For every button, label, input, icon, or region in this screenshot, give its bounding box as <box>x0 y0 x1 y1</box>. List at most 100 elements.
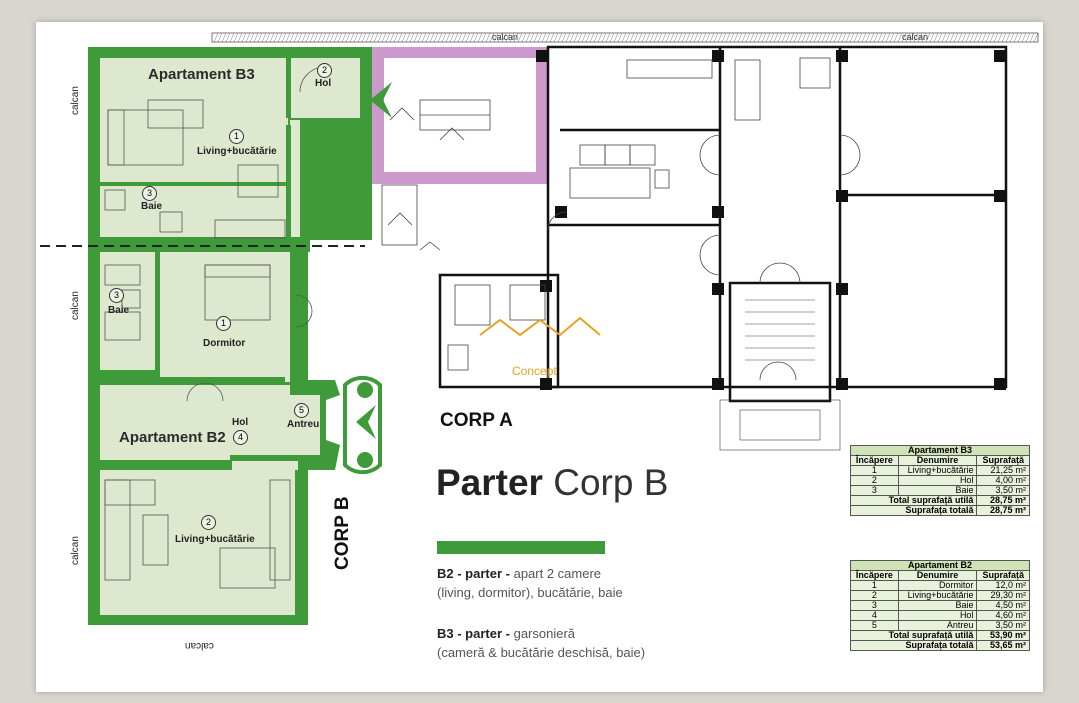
entry-arrow-b3 <box>370 82 392 118</box>
table-cell: 28,75 m² <box>976 495 1030 506</box>
b3-room-3-name: Baie <box>141 201 163 212</box>
b3-room-2-name: Hol <box>315 78 332 89</box>
legend-b3: B3 - parter - garsonieră (cameră & bucăt… <box>437 624 645 662</box>
table-total-row: Total suprafață utilă 28,75 m² <box>849 495 1030 506</box>
b2-room-1-num: 1 <box>216 316 231 331</box>
b2-room-5-name: Antreu <box>287 419 320 430</box>
b2-baie-fill <box>100 252 155 370</box>
calcan-label-bottom: calcan <box>185 640 214 651</box>
table-cell: 21,25 m² <box>976 465 1030 476</box>
table-cell: 53,90 m² <box>976 630 1030 641</box>
corp-a-columns <box>536 50 1006 390</box>
table-cell: Baie <box>897 600 978 611</box>
calcan-label-left-2: calcan <box>70 291 81 320</box>
table-cell: Total suprafață utilă <box>849 630 978 641</box>
table-cell: 1 <box>850 465 899 476</box>
corp-a-furniture <box>447 57 831 371</box>
b3-living-fill <box>100 58 288 182</box>
area-table-b3: Apartament B3 Încăpere Denumire Suprafaț… <box>849 445 1030 516</box>
table-b3-header: Denumire <box>897 455 978 466</box>
table-b2-caption: Apartament B2 <box>850 560 1030 571</box>
table-cell: 4 <box>850 610 899 621</box>
b2-room-5-num: 5 <box>294 403 309 418</box>
table-cell: 4,60 m² <box>976 610 1030 621</box>
corp-b-furniture <box>104 99 291 589</box>
table-cell: Living+bucătărie <box>897 590 978 601</box>
table-total-row: Total suprafață utilă 53,90 m² <box>849 630 1030 641</box>
legend-b3-text1: garsonieră <box>513 626 576 641</box>
b3-room-1-name: Living+bucătărie <box>197 146 277 157</box>
calcan-label-top-1: calcan <box>492 32 519 42</box>
table-cell: 12,0 m² <box>976 580 1030 591</box>
page-title-bold: Parter <box>436 462 543 503</box>
table-total-row: Suprafața totală 53,65 m² <box>849 640 1030 651</box>
table-cell: Suprafața totală <box>849 640 978 651</box>
table-cell: Living+bucătărie <box>897 465 978 476</box>
table-cell: 29,30 m² <box>976 590 1030 601</box>
table-row: 5 Antreu 3,50 m² <box>850 620 1030 631</box>
legend-b2: B2 - parter - apart 2 camere (living, do… <box>437 564 623 602</box>
table-cell: Dormitor <box>897 580 978 591</box>
table-cell: 3,50 m² <box>976 620 1030 631</box>
table-cell: 3,50 m² <box>976 485 1030 496</box>
table-cell: 2 <box>850 475 899 486</box>
table-row: 4 Hol 4,60 m² <box>850 610 1030 621</box>
calcan-hatch-band <box>211 32 1039 43</box>
table-cell: Total suprafață utilă <box>849 495 978 506</box>
table-cell: 2 <box>850 590 899 601</box>
table-b2-header: Denumire <box>897 570 978 581</box>
legend-b2-text2: (living, dormitor), bucătărie, baie <box>437 585 623 600</box>
legend-b2-text1: apart 2 camere <box>513 566 602 581</box>
b2-room-4-name: Hol <box>232 417 249 428</box>
corp-a-doors <box>547 134 861 381</box>
table-cell: 3 <box>850 600 899 611</box>
b2-room-3-name: Baie <box>108 305 130 316</box>
table-b2-header: Suprafață <box>976 570 1030 581</box>
b2-room-2-name: Living+bucătărie <box>175 534 255 545</box>
legend-swatch <box>437 541 605 554</box>
corp-a-stair <box>719 299 841 451</box>
b2-hol-fill <box>100 385 290 460</box>
watermark-logo <box>479 316 601 337</box>
table-row: 3 Baie 4,50 m² <box>850 600 1030 611</box>
table-cell: 3 <box>850 485 899 496</box>
table-cell: Hol <box>897 610 978 621</box>
table-row: 1 Dormitor 12,0 m² <box>850 580 1030 591</box>
page-title: Parter Corp B <box>436 462 668 504</box>
table-cell: Suprafața totală <box>849 505 978 516</box>
table-row: 2 Hol 4,00 m² <box>850 475 1030 486</box>
b2-title: Apartament B2 <box>119 429 226 446</box>
table-cell: 53,65 m² <box>976 640 1030 651</box>
watermark-text: Concept <box>512 364 557 378</box>
table-b3-header: Încăpere <box>850 455 899 466</box>
b2-room-2-num: 2 <box>201 515 216 530</box>
calcan-hatch-lines <box>213 32 1039 43</box>
table-cell: 28,75 m² <box>976 505 1030 516</box>
b2-room-3-num: 3 <box>109 288 124 303</box>
table-cell: 4,50 m² <box>976 600 1030 611</box>
table-total-row: Suprafața totală 28,75 m² <box>849 505 1030 516</box>
table-row: 2 Living+bucătărie 29,30 m² <box>850 590 1030 601</box>
b2-room-1-name: Dormitor <box>203 338 246 349</box>
b3-kitchen-fill <box>190 185 288 237</box>
b3-title: Apartament B3 <box>148 66 255 83</box>
table-cell: 4,00 m² <box>976 475 1030 486</box>
table-cell: 5 <box>850 620 899 631</box>
table-b3-header: Suprafață <box>976 455 1030 466</box>
table-cell: Antreu <box>897 620 978 631</box>
calcan-label-left-1: calcan <box>70 86 81 115</box>
table-b2-header: Încăpere <box>850 570 899 581</box>
b3-room-1-num: 1 <box>229 129 244 144</box>
table-b3-caption: Apartament B3 <box>850 445 1030 456</box>
entry-arrow-b2 <box>356 405 376 439</box>
legend-b3-text2: (cameră & bucătărie deschisă, baie) <box>437 645 646 660</box>
legend-b3-label: B3 - parter - <box>437 626 510 641</box>
calcan-label-top-2: calcan <box>902 32 929 42</box>
table-row: 3 Baie 3,50 m² <box>850 485 1030 496</box>
b2-room-4-num: 4 <box>233 430 248 445</box>
area-table-b2: Apartament B2 Încăpere Denumire Suprafaț… <box>849 560 1030 651</box>
b3-room-3-num: 3 <box>142 186 157 201</box>
b3-room-2-num: 2 <box>317 63 332 78</box>
table-row: 1 Living+bucătărie 21,25 m² <box>850 465 1030 476</box>
